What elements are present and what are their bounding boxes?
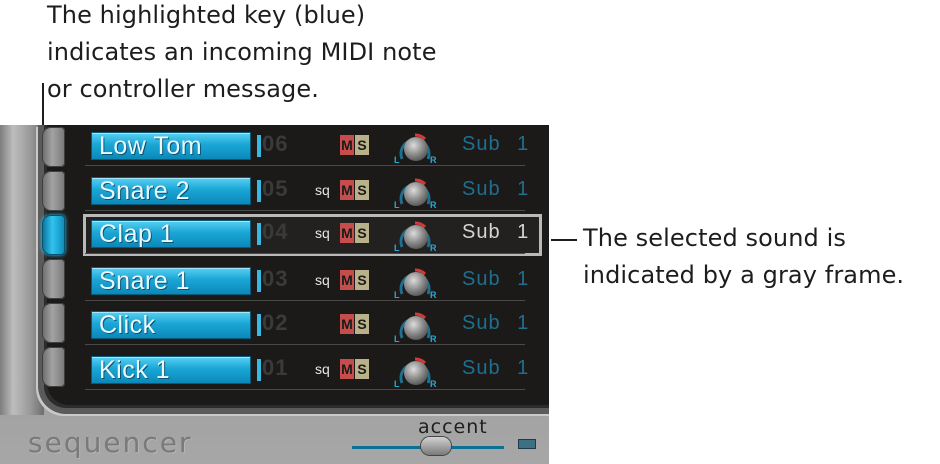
output-channel: 1	[517, 221, 530, 243]
sequencer-flag: sq	[315, 361, 330, 377]
pan-right-label: R	[430, 334, 437, 344]
sound-number: 02	[262, 310, 289, 335]
accent-indicator	[518, 439, 536, 449]
pan-left-label: L	[394, 290, 400, 300]
mute-button[interactable]: M	[340, 223, 354, 243]
output-channel: 1	[517, 312, 530, 334]
sound-number: 05	[262, 176, 289, 201]
sound-number: 03	[262, 266, 289, 291]
sound-number: 01	[262, 355, 289, 380]
midi-key[interactable]	[42, 347, 65, 387]
output-select[interactable]: Sub 1	[462, 268, 529, 291]
output-select[interactable]: Sub 1	[462, 357, 529, 380]
pan-left-label: L	[394, 243, 400, 253]
sound-name-button[interactable]: Snare 1	[91, 267, 261, 295]
output-select[interactable]: Sub 1	[462, 133, 529, 156]
mute-button[interactable]: M	[340, 314, 354, 334]
solo-button[interactable]: S	[355, 180, 369, 200]
row-divider	[85, 210, 525, 211]
row-divider	[85, 253, 525, 254]
callout-leader-line	[551, 239, 577, 241]
output-channel: 1	[517, 268, 530, 290]
sound-number: 04	[262, 219, 289, 244]
key-rail	[0, 125, 44, 415]
sound-name-button[interactable]: Kick 1	[91, 356, 261, 384]
output-label: Sub	[462, 133, 501, 155]
pan-knob-cap	[404, 182, 428, 206]
pan-knob-cap	[404, 225, 428, 249]
pan-right-label: R	[430, 379, 437, 389]
sound-name-button[interactable]: Low Tom	[91, 132, 261, 160]
output-label: Sub	[462, 312, 501, 334]
sound-name-button[interactable]: Snare 2	[91, 177, 261, 205]
sequencer-flag: sq	[315, 225, 330, 241]
row-divider	[85, 165, 525, 166]
output-channel: 1	[517, 357, 530, 379]
pan-left-label: L	[394, 200, 400, 210]
pan-left-label: L	[394, 379, 400, 389]
callout-highlighted-key: The highlighted key (blue) indicates an …	[47, 1, 437, 103]
output-select[interactable]: Sub 1	[462, 312, 529, 335]
midi-key-active[interactable]	[42, 215, 65, 255]
solo-button[interactable]: S	[355, 314, 369, 334]
sequencer-flag: sq	[315, 272, 330, 288]
pan-left-label: L	[394, 334, 400, 344]
callout-selected-sound: The selected sound is indicated by a gra…	[583, 224, 905, 289]
sound-name-button[interactable]: Clap 1	[91, 220, 261, 248]
mute-button[interactable]: M	[340, 180, 354, 200]
sound-number: 06	[262, 131, 289, 156]
output-label: Sub	[462, 221, 501, 243]
pan-knob-cap	[404, 316, 428, 340]
pan-knob-cap	[404, 272, 428, 296]
solo-button[interactable]: S	[355, 135, 369, 155]
midi-key[interactable]	[42, 171, 65, 211]
pan-right-label: R	[430, 243, 437, 253]
row-divider	[85, 389, 525, 390]
mute-button[interactable]: M	[340, 270, 354, 290]
row-divider	[85, 300, 525, 301]
output-channel: 1	[517, 178, 530, 200]
output-channel: 1	[517, 133, 530, 155]
pan-right-label: R	[430, 155, 437, 165]
mute-button[interactable]: M	[340, 135, 354, 155]
accent-slider-thumb[interactable]	[420, 437, 451, 455]
midi-key[interactable]	[42, 259, 65, 299]
row-divider	[85, 344, 525, 345]
sound-name-button[interactable]: Click	[91, 311, 261, 339]
solo-button[interactable]: S	[355, 359, 369, 379]
output-label: Sub	[462, 268, 501, 290]
output-label: Sub	[462, 357, 501, 379]
output-select[interactable]: Sub 1	[462, 178, 529, 201]
pan-knob-cap	[404, 137, 428, 161]
output-label: Sub	[462, 178, 501, 200]
solo-button[interactable]: S	[355, 270, 369, 290]
midi-key[interactable]	[42, 303, 65, 343]
pan-right-label: R	[430, 290, 437, 300]
pan-right-label: R	[430, 200, 437, 210]
sequencer-label: sequencer	[28, 426, 193, 459]
accent-label: accent	[418, 416, 488, 438]
output-select[interactable]: Sub 1	[462, 221, 529, 244]
pan-knob-cap	[404, 361, 428, 385]
solo-button[interactable]: S	[355, 223, 369, 243]
pan-left-label: L	[394, 155, 400, 165]
mute-button[interactable]: M	[340, 359, 354, 379]
sequencer-flag: sq	[315, 182, 330, 198]
midi-key[interactable]	[42, 127, 65, 167]
